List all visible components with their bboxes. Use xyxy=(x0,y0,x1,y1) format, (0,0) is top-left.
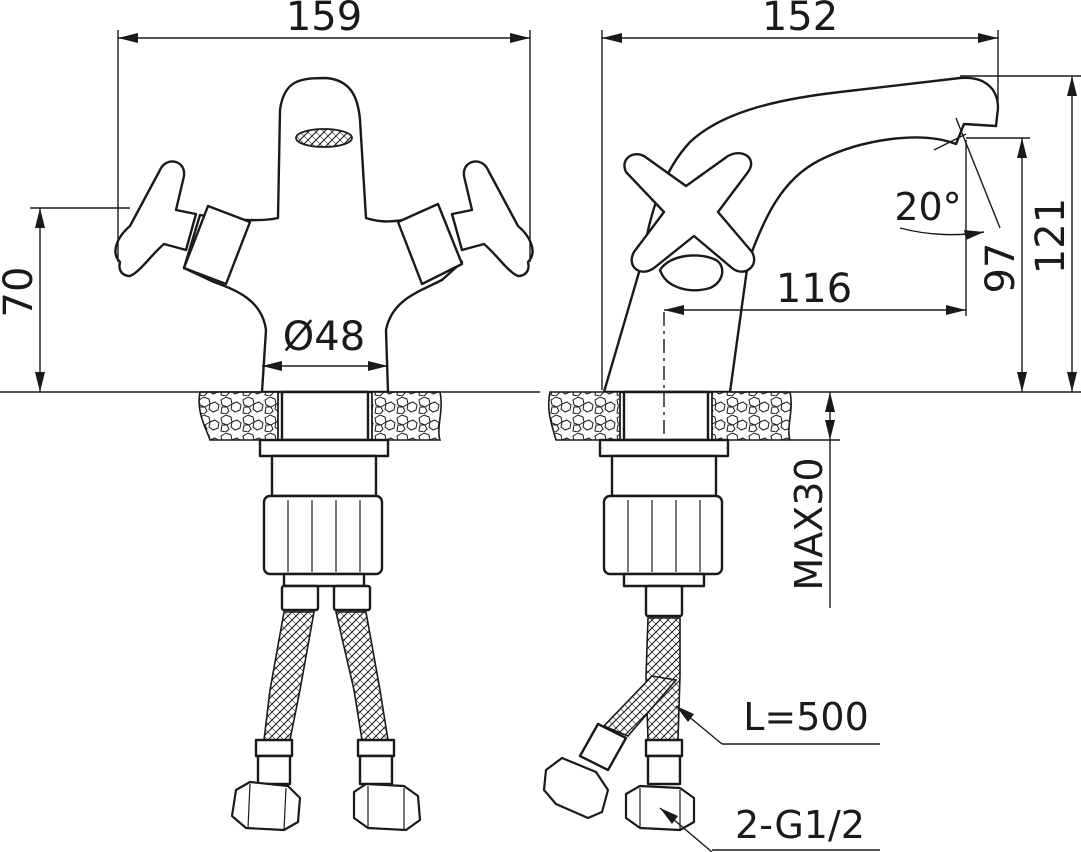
front-right-handle xyxy=(450,160,534,278)
dim-spout-reach: 116 xyxy=(664,140,967,316)
front-washer xyxy=(258,438,390,458)
dim-spout-height: 97 xyxy=(966,137,1030,392)
dim-mount-height: 70 xyxy=(0,207,540,393)
front-washer2 xyxy=(270,454,378,498)
note-hose-length: L=500 xyxy=(675,695,880,745)
side-cross-handle xyxy=(623,151,756,273)
note-connection-label: 2-G1/2 xyxy=(735,803,865,847)
front-mount-nut xyxy=(262,494,384,576)
front-shank xyxy=(280,390,370,442)
dim-side-width-label: 152 xyxy=(762,0,838,40)
side-washer xyxy=(598,438,730,458)
dim-side-width: 152 xyxy=(601,0,999,390)
front-body xyxy=(182,76,464,394)
dim-base-diameter: Ø48 xyxy=(262,314,388,371)
dim-max-thickness-label: MAX30 xyxy=(787,457,831,590)
side-view: 152 121 97 116 xyxy=(542,0,1081,852)
front-left-hose xyxy=(230,584,320,832)
dim-base-diameter-label: Ø48 xyxy=(283,314,365,360)
side-shank xyxy=(622,390,710,442)
dim-front-width: 159 xyxy=(117,0,531,262)
front-right-valve xyxy=(396,202,464,286)
side-countertop-right xyxy=(711,391,792,441)
dim-front-width-label: 159 xyxy=(286,0,362,40)
note-connection: 2-G1/2 xyxy=(659,803,880,852)
front-countertop-right xyxy=(371,391,442,441)
front-left-handle xyxy=(114,160,198,278)
dim-spout-height-label: 97 xyxy=(978,243,1024,294)
dim-mount-height-label: 70 xyxy=(0,267,42,318)
front-left-valve xyxy=(182,204,252,286)
side-countertop-left xyxy=(547,391,621,441)
side-mount-nut xyxy=(602,494,724,576)
note-hose-length-label: L=500 xyxy=(743,695,869,739)
dim-spout-angle-label: 20° xyxy=(894,185,961,229)
front-view: 159 70 Ø48 xyxy=(0,0,540,832)
aerator xyxy=(295,128,353,148)
side-hoses xyxy=(542,584,696,832)
dim-spout-angle: 20° xyxy=(894,185,985,240)
side-valve-cap xyxy=(658,254,724,292)
dim-max-thickness: MAX30 xyxy=(787,392,840,608)
dim-total-height-label: 121 xyxy=(1028,198,1074,274)
front-right-hose xyxy=(332,584,422,832)
side-body-spout xyxy=(602,76,1000,394)
front-countertop-left xyxy=(198,391,279,441)
dim-spout-reach-label: 116 xyxy=(776,266,852,312)
